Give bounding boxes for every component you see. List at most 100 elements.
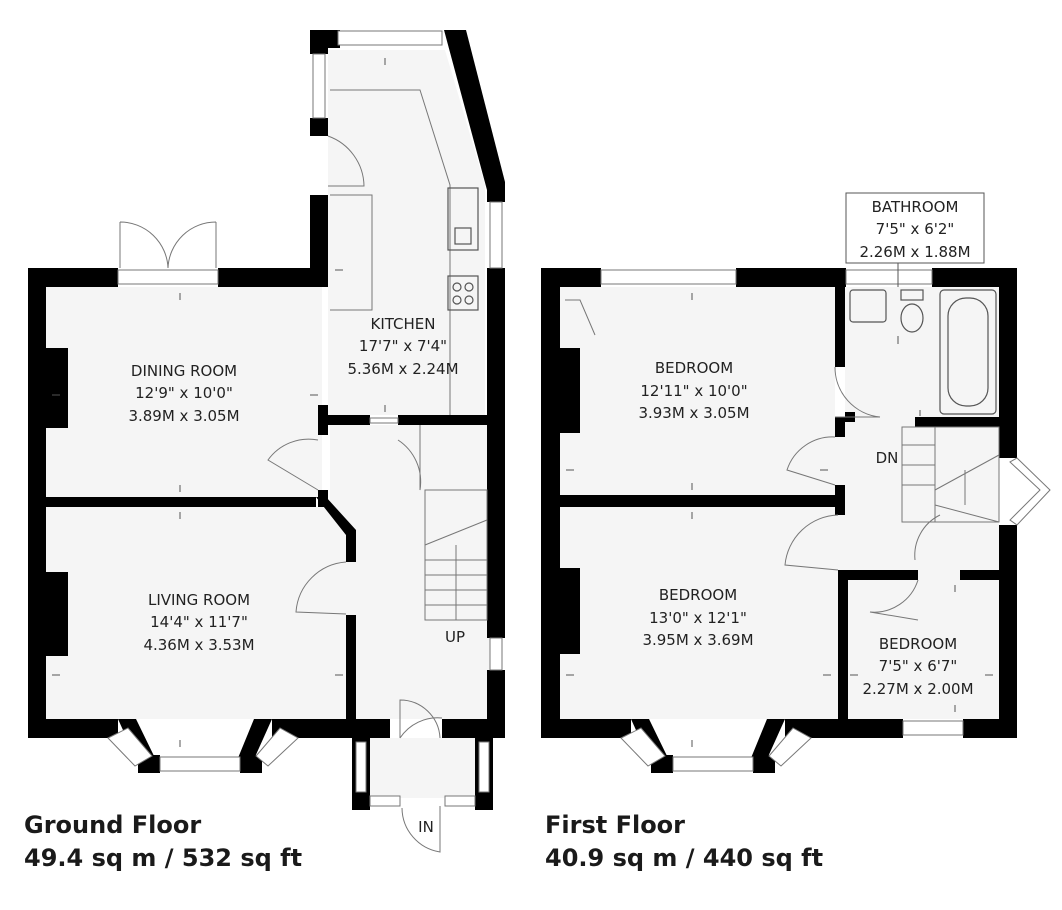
- wall: [28, 719, 118, 738]
- window: [845, 269, 933, 285]
- chimney-breast: [560, 348, 580, 433]
- window: [107, 727, 153, 767]
- kitchen-imperial: 17'7" x 7'4": [359, 337, 447, 355]
- bathroom-area: [845, 287, 999, 417]
- dining-room-name: DINING ROOM: [131, 362, 237, 380]
- sink: [447, 187, 479, 251]
- wall: [541, 268, 601, 287]
- bedroom-1-metric: 3.93M x 3.05M: [638, 404, 749, 422]
- kitchen-counter: [330, 194, 373, 311]
- wall: [328, 30, 340, 48]
- wall: [838, 570, 848, 719]
- entrance-label: IN: [418, 818, 434, 836]
- bedroom-3-imperial: 7'5" x 6'7": [879, 657, 958, 675]
- bathtub: [939, 289, 997, 415]
- hob: [447, 275, 479, 311]
- toilet: [900, 303, 924, 333]
- kitchen-area: [328, 50, 485, 415]
- hob-ring: [464, 282, 474, 292]
- door-swing: [401, 806, 441, 853]
- wall: [753, 755, 775, 773]
- wall: [487, 182, 505, 202]
- wall: [487, 268, 505, 638]
- wall: [932, 268, 1017, 287]
- wall: [444, 30, 505, 190]
- first-floor-area: 40.9 sq m / 440 sq ft: [545, 844, 824, 872]
- bedroom-3-name: BEDROOM: [879, 635, 957, 653]
- window: [1009, 457, 1051, 526]
- window: [159, 756, 241, 772]
- window: [369, 795, 401, 807]
- wall: [318, 405, 328, 435]
- living-room-metric: 4.36M x 3.53M: [143, 636, 254, 654]
- living-room-imperial: 14'4" x 11'7": [150, 613, 248, 631]
- bedroom-2-name: BEDROOM: [659, 586, 737, 604]
- kitchen-metric: 5.36M x 2.24M: [347, 360, 458, 378]
- washbasin: [849, 289, 887, 323]
- window: [369, 417, 399, 424]
- hob-ring: [452, 295, 462, 305]
- measurement-ticks: [52, 58, 386, 747]
- door-swing: [869, 579, 919, 621]
- sink-bowl: [454, 227, 472, 245]
- window: [672, 756, 754, 772]
- window: [255, 727, 299, 767]
- wall: [310, 30, 328, 54]
- hallway-area: [330, 425, 490, 719]
- door-swing: [327, 135, 365, 187]
- dining-room-metric: 3.89M x 3.05M: [128, 407, 239, 425]
- bathroom-name: BATHROOM: [872, 198, 959, 216]
- dining-room-area: [46, 287, 322, 497]
- wall: [835, 287, 845, 367]
- wall: [736, 268, 846, 287]
- living-room-name: LIVING ROOM: [148, 591, 250, 609]
- kitchen-counter: [330, 89, 451, 415]
- stairs-up-label: UP: [445, 628, 465, 646]
- window: [478, 741, 490, 793]
- door-swing: [565, 299, 596, 336]
- wall: [346, 615, 356, 719]
- measurement-ticks: [566, 293, 993, 747]
- wall: [963, 719, 1017, 738]
- hob-ring: [452, 282, 462, 292]
- window: [355, 741, 367, 793]
- wall: [218, 268, 328, 287]
- door-swing: [399, 717, 443, 739]
- bedroom-1-area: [560, 287, 835, 495]
- wall: [310, 195, 328, 287]
- door-swing: [267, 438, 319, 491]
- wall: [785, 719, 903, 738]
- wall: [999, 525, 1017, 738]
- window: [600, 269, 737, 285]
- staircase-up: [424, 489, 488, 621]
- bedroom-1-name: BEDROOM: [655, 359, 733, 377]
- dining-room-imperial: 12'9" x 10'0": [135, 384, 233, 402]
- door-swing: [784, 514, 839, 571]
- window: [768, 727, 812, 767]
- door-swing: [834, 366, 881, 418]
- door-swing: [295, 561, 347, 615]
- first-floor-plan: BATHROOM 7'5" x 6'2" 2.26M x 1.88M BEDRO…: [541, 192, 1051, 773]
- wall: [999, 268, 1017, 458]
- wall: [318, 490, 328, 507]
- bedroom-3-metric: 2.27M x 2.00M: [862, 680, 973, 698]
- window: [337, 30, 443, 46]
- wall: [240, 755, 262, 773]
- staircase-down: [901, 426, 1000, 523]
- wall: [848, 570, 918, 580]
- kitchen-name: KITCHEN: [371, 315, 436, 333]
- bathroom-label-box: [845, 192, 985, 264]
- wall: [28, 268, 46, 738]
- wall: [541, 268, 560, 738]
- window: [902, 720, 964, 736]
- window: [444, 795, 476, 807]
- wall: [272, 719, 390, 738]
- wall: [835, 417, 845, 437]
- living-room-area: [46, 507, 352, 719]
- stairs-down-label: DN: [876, 449, 899, 467]
- wall: [960, 570, 999, 580]
- hob-ring: [464, 295, 474, 305]
- ground-floor-title: Ground Floor: [24, 811, 202, 839]
- wall: [346, 548, 356, 562]
- window: [489, 637, 503, 671]
